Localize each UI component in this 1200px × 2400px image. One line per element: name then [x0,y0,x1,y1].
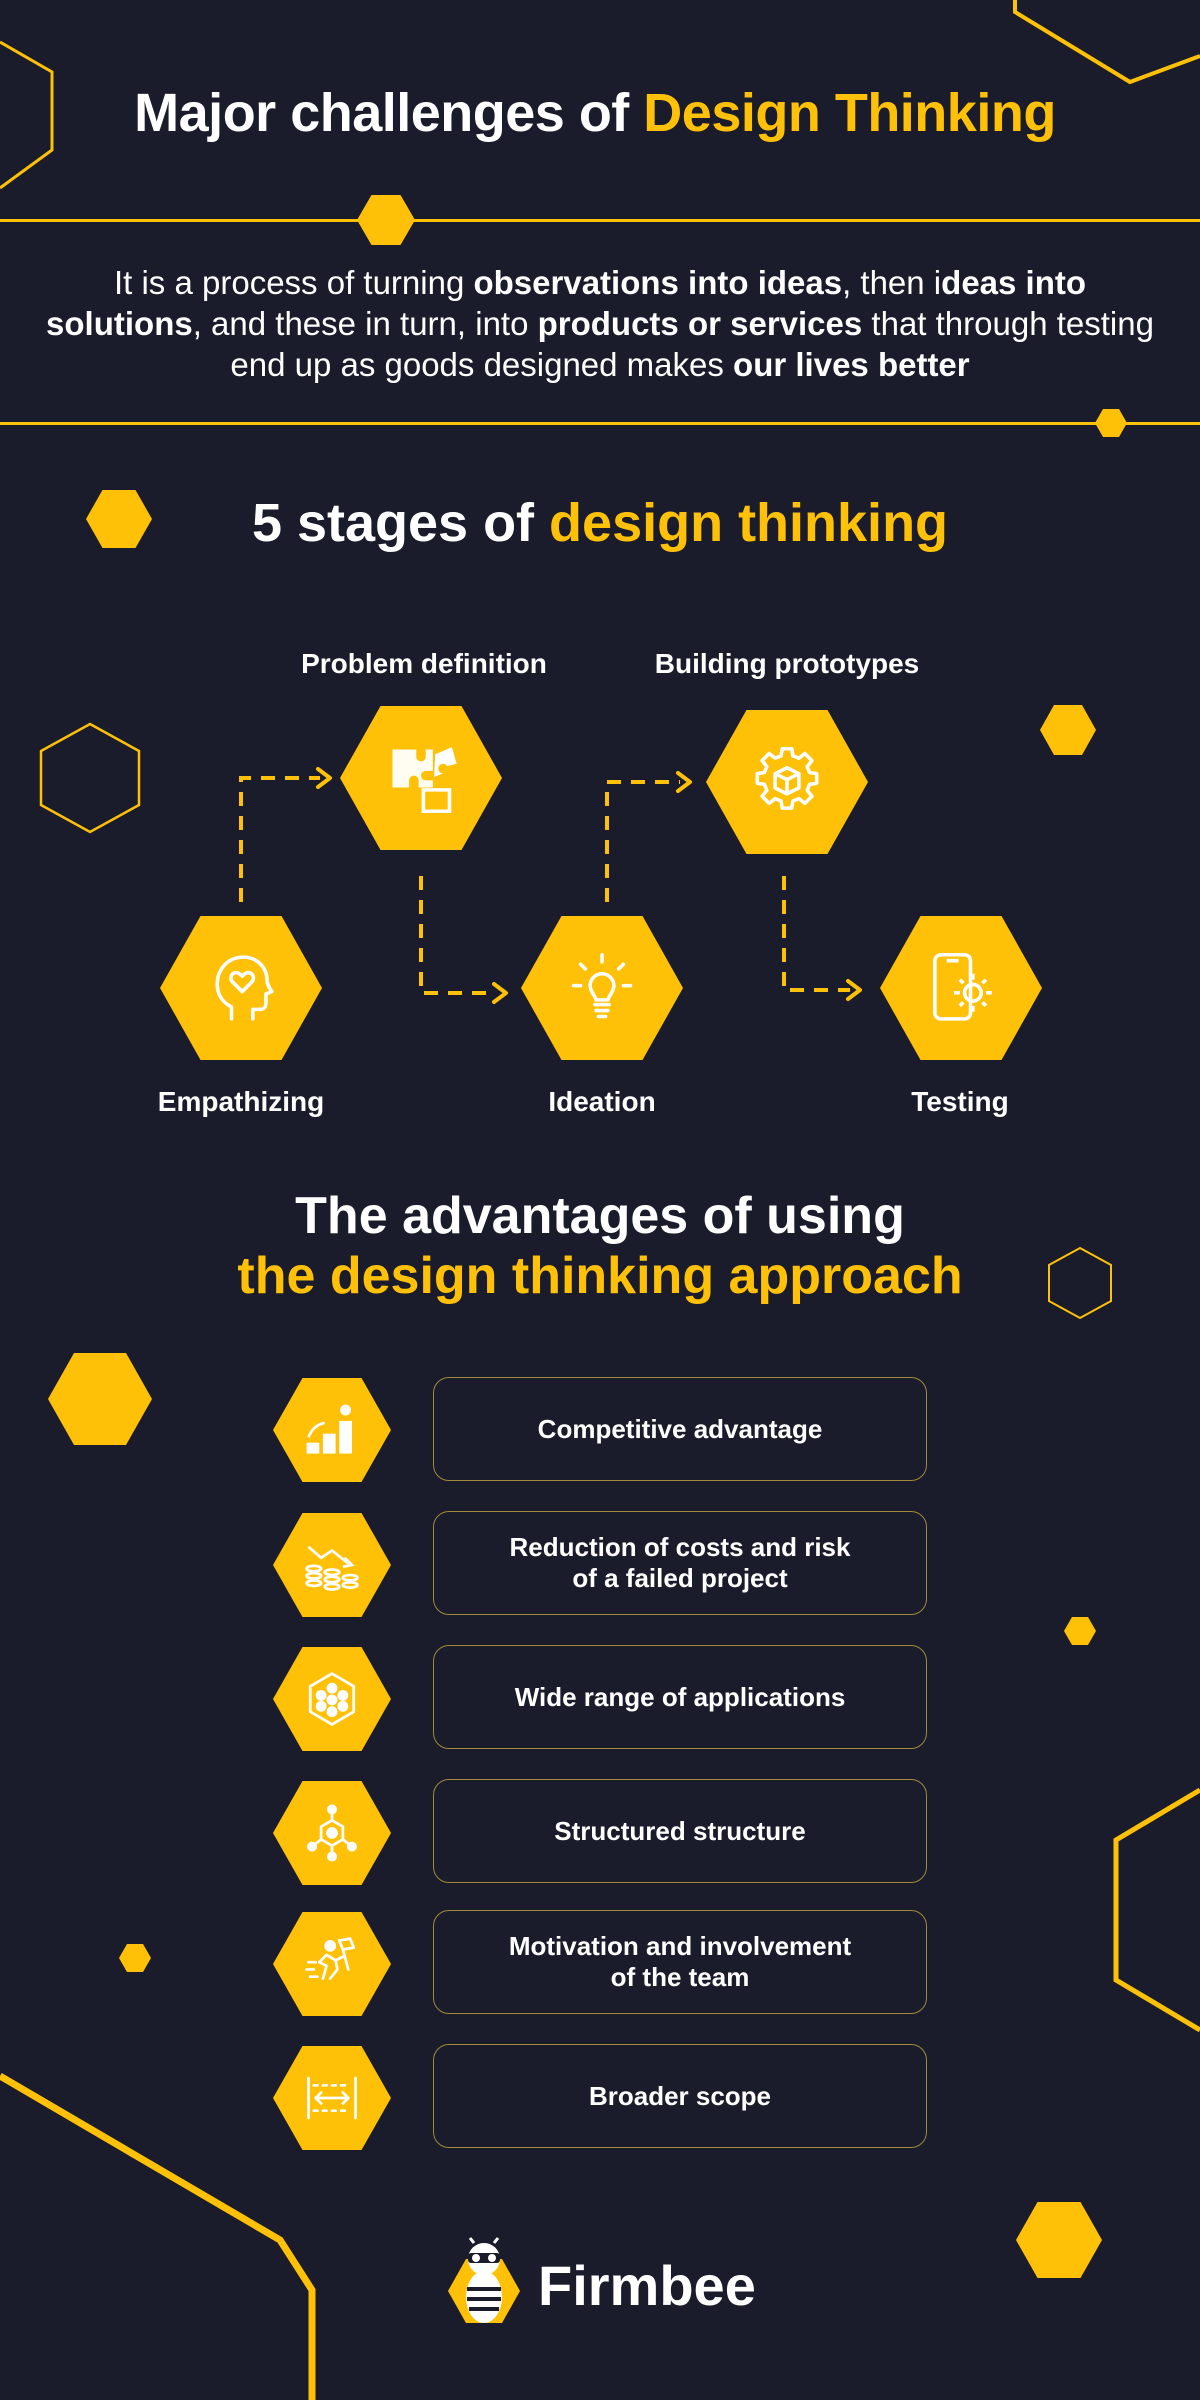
stage-building-prototypes-hex [706,710,868,854]
advantage-box: Broader scope [433,2044,927,2148]
stage-label-problem-definition: Problem definition [301,648,547,679]
coins-chart-icon [305,1545,359,1591]
brand-name: Firmbee [538,2253,756,2317]
runner-flag-icon [305,1937,356,1980]
intro-emphasis: products or services [537,305,863,342]
decorative-hex-outline [1048,1246,1112,1320]
decorative-hex [1040,705,1096,755]
intro-emphasis: deas into solutions [46,264,1087,342]
decorative-hex [1095,409,1127,437]
advantages-title: The advantages of using the design think… [0,1186,1200,1306]
intro-paragraph: It is a process of turning observations … [40,262,1160,385]
intro-text: , and these in turn, into [192,305,538,342]
advantage-box: Wide range of applications [433,1645,927,1749]
divider-bottom [0,422,1200,425]
intro-text: that through testing end up as goods des… [230,305,1154,383]
stage-label-testing: Testing [911,1086,1009,1117]
decorative-hex [1016,2202,1102,2278]
growth-bars-icon [306,1404,352,1454]
title-text: Major challenges of [134,83,644,143]
advantage-box: Reduction of costs and risk of a failed … [433,1511,927,1615]
decorative-hex [1064,1617,1096,1645]
advantage-icon-hex [273,1781,391,1885]
lightbulb-icon [571,952,633,1019]
phone-gear-icon [933,952,992,1021]
head-heart-icon [215,955,274,1021]
advantage-icon-hex [273,1912,391,2016]
stage-connectors [239,767,862,1004]
stage-empathizing-hex [160,916,322,1060]
stages-title-highlight: design thinking [549,493,949,553]
intro-emphasis: observations into ideas [473,264,843,301]
stage-label-building-prototypes: Building prototypes [654,648,920,679]
decorative-hex-outline [39,722,141,834]
stage-label-empathizing: Empathizing [157,1086,325,1117]
decorative-hex [48,1353,152,1445]
node-structure-icon [307,1804,357,1862]
advantages-title-line2: the design thinking approach [237,1247,963,1305]
brand-logo[interactable]: Firmbee [444,2230,764,2340]
advantage-icon-hex [273,1378,391,1482]
page-title: Major challenges of Design Thinking [0,82,1190,144]
width-arrows-icon [307,2076,357,2120]
stage-ideation-hex [521,916,683,1060]
puzzle-icon [392,747,457,814]
title-highlight: Design Thinking [643,83,1056,143]
intro-text: , then i [842,264,942,301]
intro-emphasis: our lives better [733,346,970,383]
decorative-hex-outline-top-left [0,40,54,190]
advantage-box: Motivation and involvement of the team [433,1910,927,2014]
stages-title-text: 5 stages of [251,493,550,553]
stage-label-ideation: Ideation [548,1086,656,1117]
stage-testing-hex [880,916,1042,1060]
bee-logo-icon [448,2237,520,2323]
decorative-hex [119,1944,151,1972]
decorative-hex-outline-bottom-left [0,2072,316,2400]
decorative-hex-outline-top-right [1013,0,1200,85]
advantages-title-line1: The advantages of using [295,1187,905,1245]
advantage-box: Competitive advantage [433,1377,927,1481]
gear-cube-icon [755,746,819,810]
advantage-icon-hex [273,1647,391,1751]
decorative-hex-outline-right [1113,1787,1200,2033]
stages-title: 5 stages of design thinking [0,492,1200,554]
advantage-box: Structured structure [433,1779,927,1883]
stage-problem-definition-hex [340,706,502,850]
advantage-icon-hex [273,1513,391,1617]
divider-top [0,219,1200,222]
intro-text: It is a process of turning [113,264,474,301]
hexagon-network-icon [308,1672,356,1726]
